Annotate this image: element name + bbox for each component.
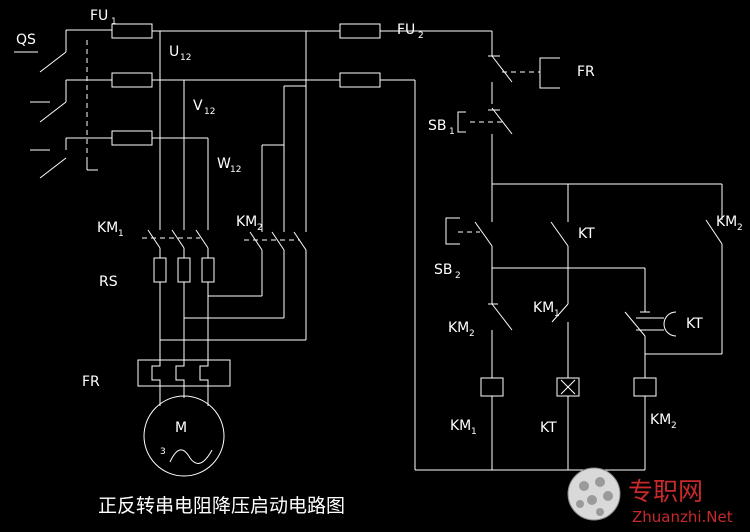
watermark-url: Zhuanzhi.Net <box>632 508 733 526</box>
diagram-title: 正反转串电阻降压启动电路图 <box>98 495 345 517</box>
watermark-text: 专职网 <box>628 477 703 506</box>
km1-main-label-sub: 1 <box>118 229 124 239</box>
kt-timed-label: KT <box>686 316 703 332</box>
km2-branch <box>568 267 722 470</box>
control-circuit <box>414 31 723 471</box>
w12-label: W <box>217 156 231 172</box>
fr-ctrl-label: FR <box>577 64 595 80</box>
fu1-fuses <box>111 23 153 146</box>
u12-label-sub: 12 <box>180 53 191 63</box>
watermark-logo <box>567 467 621 521</box>
km2-coil-label-sub: 2 <box>671 421 677 431</box>
kt-contact-label: KT <box>578 226 595 242</box>
fu1-label: FU <box>90 8 108 24</box>
km2-holding-branch <box>705 184 723 354</box>
fu2-label: FU <box>397 22 415 38</box>
kt-coil-label: KT <box>540 420 557 436</box>
qs-switch <box>14 29 112 179</box>
fr-nc-contact <box>488 31 560 104</box>
km1-branch <box>445 184 568 470</box>
km1-interlock-label-sub: 1 <box>554 309 560 319</box>
rs-label: RS <box>99 274 118 290</box>
km1-coil-label: KM <box>450 418 471 434</box>
rs-resistors <box>153 257 215 360</box>
km2-far-label-sub: 2 <box>737 223 743 233</box>
main-bus <box>152 30 492 232</box>
sb2-label: SB <box>434 262 453 278</box>
motor-m-label: M <box>175 420 187 436</box>
km2-coil-label: KM <box>650 412 671 428</box>
km1-interlock-label: KM <box>533 300 554 316</box>
motor <box>143 395 225 477</box>
main-circuit <box>14 23 492 477</box>
motor-phase-label: 3 <box>160 447 166 457</box>
km1-coil-label-sub: 1 <box>471 427 477 437</box>
u12-label: U <box>169 44 179 60</box>
km2-interlock-label: KM <box>448 320 469 336</box>
km2-interlock-label-sub: 2 <box>469 329 475 339</box>
w12-label-sub: 12 <box>230 165 241 175</box>
km2-main-label: KM <box>236 214 257 230</box>
qs-label: QS <box>16 32 36 48</box>
km2-main-contacts <box>160 231 307 341</box>
km1-main-label: KM <box>97 220 118 236</box>
fu1-label-sub: 1 <box>111 17 117 27</box>
sb2-label-sub: 2 <box>455 271 461 281</box>
fu2-fuses <box>339 23 381 88</box>
km2-far-label: KM <box>716 214 737 230</box>
km1-main-contacts <box>142 229 209 258</box>
watermark: 专职网 Zhuanzhi.Net <box>567 467 733 526</box>
sb1-stop-button <box>457 107 513 184</box>
fr-thermal-relay <box>137 359 231 406</box>
km2-main-label-sub: 2 <box>257 223 263 233</box>
fr-main-label: FR <box>82 374 100 390</box>
kt-branch <box>550 184 580 470</box>
fu2-label-sub: 2 <box>418 31 424 41</box>
v12-label-sub: 12 <box>204 107 215 117</box>
sb1-label: SB <box>428 118 447 134</box>
sb1-label-sub: 1 <box>449 127 455 137</box>
v12-label: V <box>193 98 203 114</box>
